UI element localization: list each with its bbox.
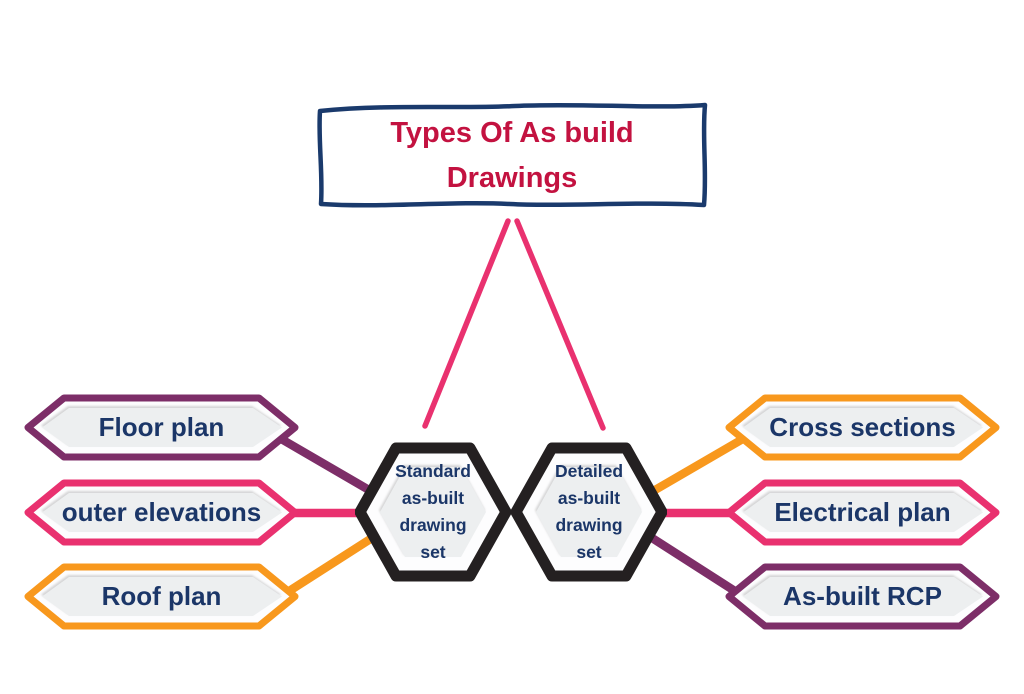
sketch-rectangle [317,102,708,208]
node-label: Roof plan [101,581,222,611]
pill-shape [725,394,1000,461]
node-electrical-plan: Electrical plan [725,479,1000,546]
node-outer-elevations: outer elevations [24,479,299,546]
title-box: Types Of As build Drawings [310,99,714,213]
node-label: As-built RCP [783,581,942,611]
pill-fill [42,408,282,447]
node-as-built-rcp: As-built RCP [725,563,1000,630]
pill-fill [42,577,282,616]
pill-shape [24,563,299,630]
node-floor-plan: Floor plan [24,394,299,461]
node-roof-plan: Roof plan [24,563,299,630]
node-label: Detailed as-built drawing set [554,461,624,562]
pill-fill [743,577,983,616]
pill-fill [743,408,983,447]
node-label: outer elevations [61,497,262,527]
pill-fill [42,493,282,532]
connector-title-to-standard [422,218,511,429]
title-box-border [317,102,708,208]
node-detailed-set: Detailed as-built drawing set [511,439,667,585]
hexagon-shape [511,442,667,582]
node-label: Cross sections [769,412,956,442]
pill-shape [725,479,1000,546]
pill-shape [24,479,299,546]
pill-shape [24,394,299,461]
node-label: Electrical plan [774,497,951,527]
node-standard-set: Standard as-built drawing set [355,439,511,585]
page-title-line-1: Types Of As build [390,117,634,149]
page-title-line-2: Drawings [446,162,578,194]
pill-fill [743,493,983,532]
node-cross-sections: Cross sections [725,394,1000,461]
hexagon-fill [536,467,642,557]
connector-title-to-detailed [514,218,606,431]
node-label: Floor plan [98,412,225,442]
hexagon-fill [380,467,486,557]
pill-shape [725,563,1000,630]
hexagon-shape [355,442,511,582]
node-label: Standard as-built drawing set [395,461,471,562]
